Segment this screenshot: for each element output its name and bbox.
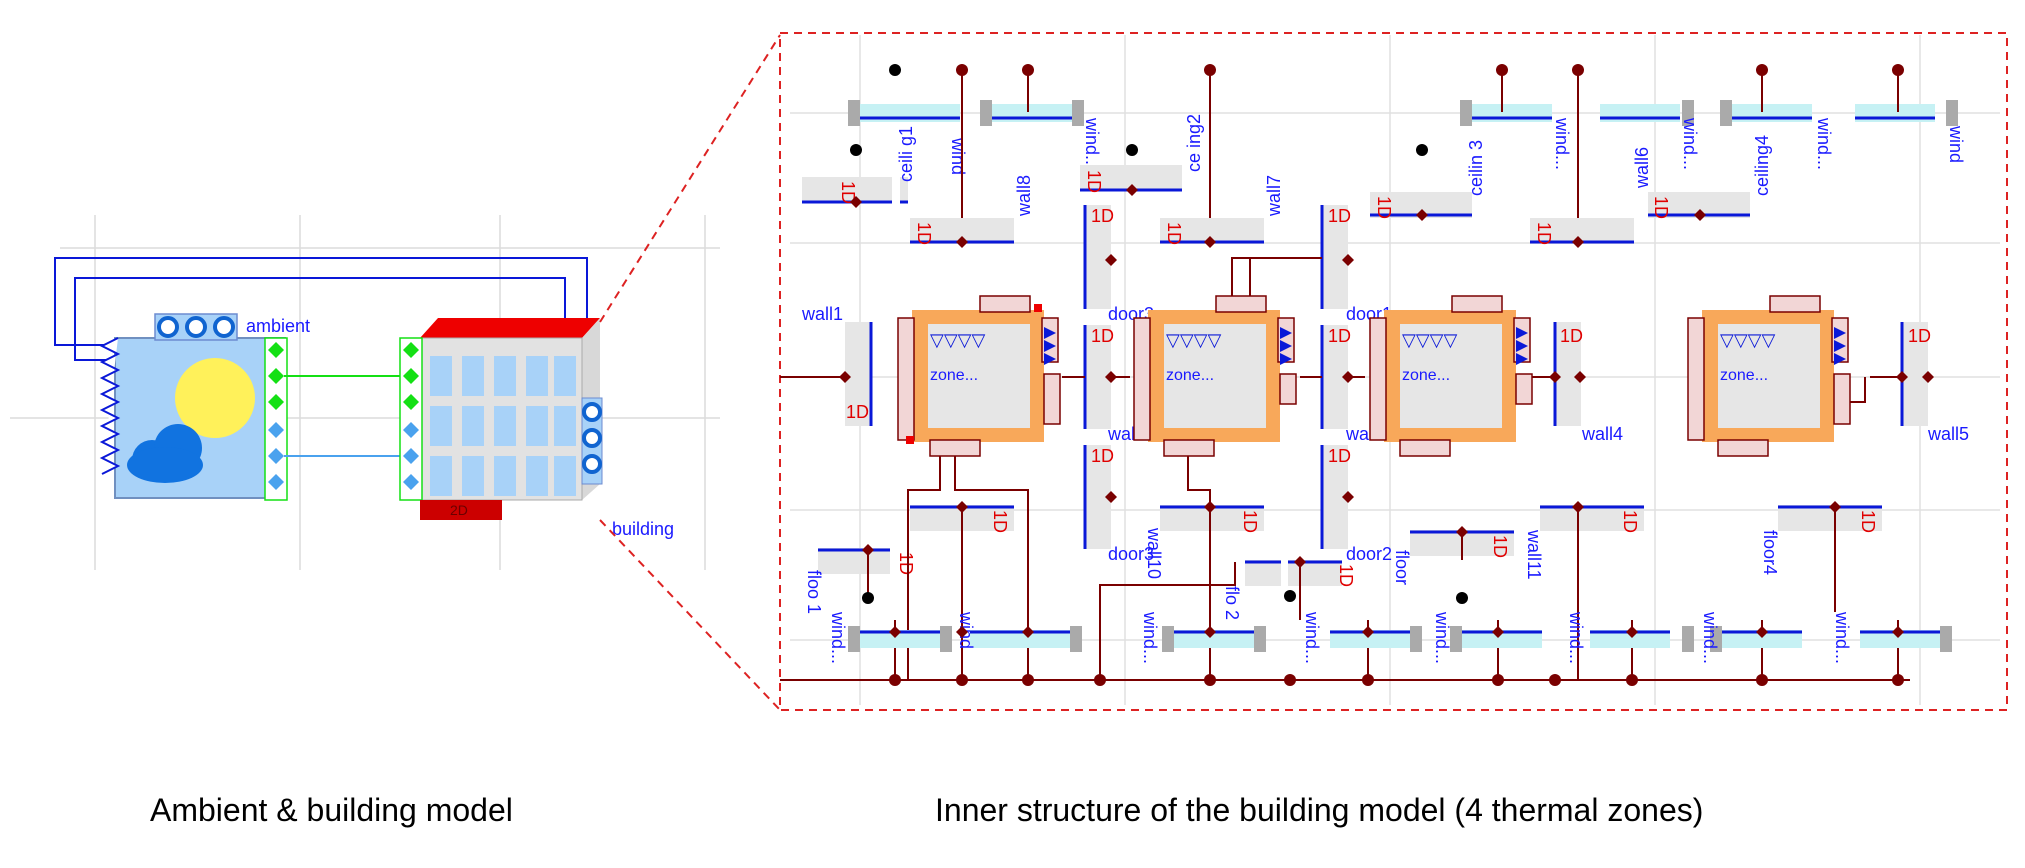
one-d-label: 1D [1374,196,1394,219]
one-d-label: 1D [1091,206,1114,226]
window-component[interactable] [848,100,960,126]
one-d-label: 1D [1328,446,1351,466]
window-label: wind... [1302,611,1322,664]
window-label: wind... [1082,117,1102,170]
zones: ▽▽▽▽ zone... ▽▽▽▽ zone... [897,295,1851,457]
ambient-component[interactable]: ambient [54,257,588,501]
window-label: wind... [1832,611,1852,664]
building-2d-label: 2D [450,502,468,518]
zone-arrows: ▽▽▽▽ [930,330,986,350]
floor4-label: floor4 [1760,530,1780,575]
one-d-label: 1D [1091,446,1114,466]
one-d-label: 1D [990,510,1010,533]
one-d-label: 1D [914,222,934,245]
ceiling4-label: ceiling4 [1752,135,1772,196]
one-d-label: 1D [1534,222,1554,245]
window-component[interactable] [1860,626,1952,652]
wall7-label: wall7 [1264,175,1284,217]
window-label: wind [948,137,968,175]
window-component[interactable] [1590,626,1694,652]
window-component[interactable] [1855,100,1958,126]
door2-label: door3 [1108,544,1154,564]
one-d-label: 1D [1908,326,1931,346]
upper-walls: 1D wall8 1D wall7 1D wall6 [910,147,1652,245]
window-component[interactable] [1600,100,1694,126]
heat-port-icon [99,337,121,475]
wall4-label: wall4 [1581,424,1623,444]
floor2-label: flo 2 [1222,586,1242,620]
window-label: wind... [1814,117,1834,170]
window-component[interactable] [848,626,952,652]
wall6-label: wall6 [1632,147,1652,189]
zone-arrows: ▽▽▽▽ [1166,330,1222,350]
wall1-label: wall1 [801,304,843,324]
zone-label: zone... [1402,367,1450,384]
one-d-label: 1D [1091,326,1114,346]
one-d-label: 1D [1490,535,1510,558]
sun-icon [175,358,255,438]
building-component[interactable]: 2D building [399,318,674,539]
window-component[interactable] [1460,100,1552,126]
window-component[interactable] [980,100,1084,126]
window-component[interactable] [1710,626,1802,652]
ambient-label: ambient [246,316,310,336]
one-d-label: 1D [1336,564,1356,587]
ambient-building-links [284,375,402,457]
window-component[interactable] [970,626,1082,652]
zone-arrows: ▽▽▽▽ [1720,330,1776,350]
building-label: building [612,519,674,539]
one-d-label: 1D [1084,170,1104,193]
one-d-label: 1D [1651,196,1671,219]
wall5-label: wall5 [1927,424,1969,444]
window-label: wind... [1700,611,1720,664]
thermal-zone[interactable]: ▽▽▽▽ zone... [897,295,1061,457]
one-d-label: 1D [1240,510,1260,533]
wall11-label: wall11 [1524,529,1544,580]
thermal-zone[interactable]: ▽▽▽▽ zone... [1133,295,1297,457]
left-caption: Ambient & building model [150,792,513,828]
floor1-label: floo 1 [804,570,824,614]
one-d-label: 1D [1620,510,1640,533]
window-label: wind... [1140,611,1160,664]
top-windows [848,100,1958,126]
window-label: wind... [828,611,848,664]
one-d-label: 1D [846,402,869,422]
bottom-windows [848,626,1952,652]
door2b-label: door2 [1346,544,1392,564]
one-d-label: 1D [1328,326,1351,346]
zone-label: zone... [1166,367,1214,384]
window-label: wind [1946,125,1966,163]
ceiling1-label: ceili g1 [896,126,916,182]
window-component[interactable] [1162,626,1266,652]
one-d-label: 1D [1560,326,1583,346]
ceiling2-label: ce ing2 [1184,114,1204,172]
zoom-indicator [599,32,2008,711]
zone-label: zone... [930,367,978,384]
one-d-label: 1D [1164,222,1184,245]
cloud-icon [127,424,203,483]
thermal-zone[interactable]: ▽▽▽▽ zone... [1687,295,1851,457]
zone-arrows: ▽▽▽▽ [1402,330,1458,350]
window-component[interactable] [1720,100,1812,126]
thermal-zone[interactable]: ▽▽▽▽ zone... [1369,295,1533,457]
window-label: wind... [1432,611,1452,664]
window-label: wind... [1552,117,1572,170]
ceiling-components: 1D ceili g1 1D ce ing2 1D ceilin 3 1D ce… [802,114,1772,219]
inner-structure: wind wind... wind... wind... wind... win… [780,35,2000,705]
wall10-label: wall10 [1144,527,1164,579]
floor3-label: floor [1392,550,1412,585]
ceiling3-label: ceilin 3 [1466,140,1486,196]
zone-label: zone... [1720,367,1768,384]
window-component[interactable] [1330,626,1422,652]
right-caption: Inner structure of the building model (4… [935,792,1704,828]
one-d-label: 1D [896,552,916,575]
wall8-label: wall8 [1014,175,1034,217]
window-label: wind... [1566,611,1586,664]
window-label: wind... [1680,117,1700,170]
one-d-label: 1D [1328,206,1351,226]
one-d-label: 1D [838,181,858,204]
one-d-label: 1D [1858,510,1878,533]
